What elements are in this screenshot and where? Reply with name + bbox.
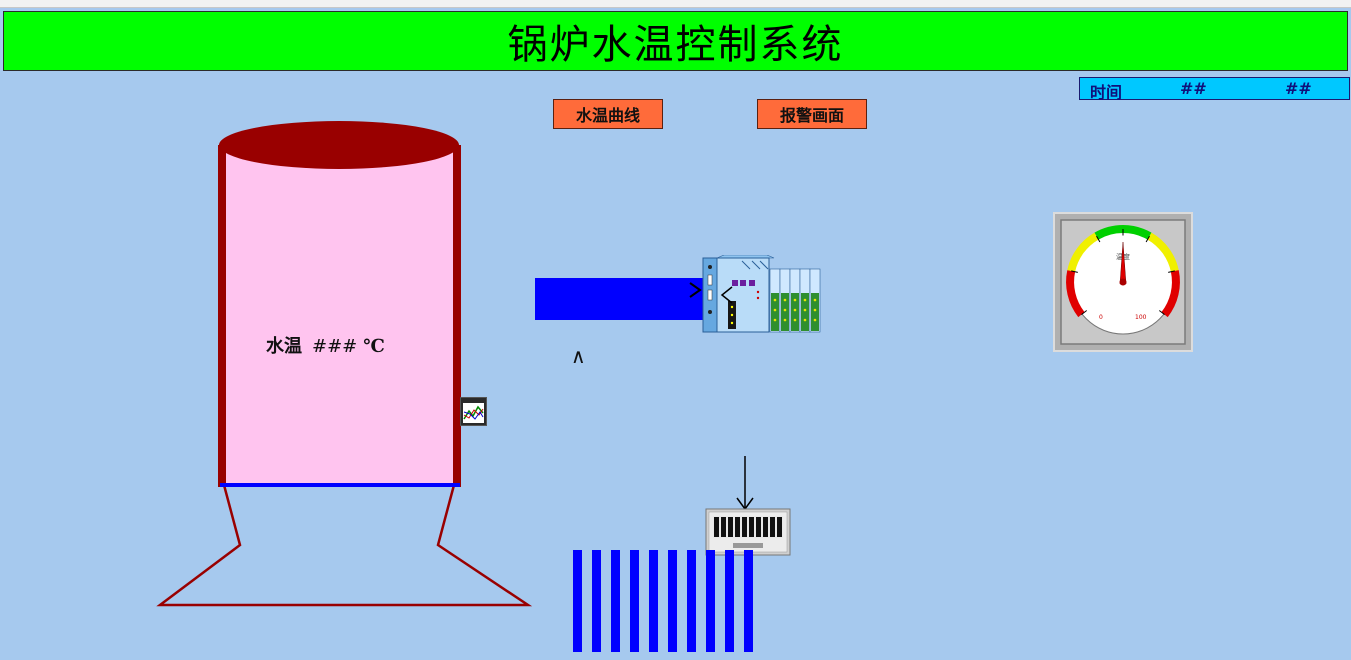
heating-elements [573, 550, 753, 652]
trend-chart-icon[interactable] [460, 397, 488, 427]
tank-temp-value: ### [312, 336, 358, 357]
pipe-arrow-icon [689, 282, 702, 298]
tank-temp-readout: 水温 ###℃ [266, 332, 385, 358]
heater-module-icon[interactable] [705, 508, 791, 556]
tank-body [220, 145, 460, 487]
tank-top [219, 121, 459, 169]
temperature-gauge: 0 100 温度 [1053, 212, 1193, 352]
caret-up-icon: ∧ [571, 344, 586, 368]
title-bar: 锅炉水温控制系统 [3, 11, 1348, 71]
time-value-1: ## [1180, 79, 1207, 98]
window-top-strip [0, 0, 1351, 8]
tank-temp-label: 水温 [266, 336, 302, 357]
time-label: 时间 [1090, 83, 1123, 102]
gauge-hub [1119, 278, 1127, 286]
water-pipe [535, 278, 703, 320]
tank-temp-unit: ℃ [363, 336, 385, 357]
water-temp-curve-button[interactable]: 水温曲线 [553, 99, 663, 129]
alarm-screen-button[interactable]: 报警画面 [757, 99, 867, 129]
time-panel: 时间 ## ## [1079, 77, 1350, 102]
gauge-max-label: 100 [1135, 314, 1147, 321]
plc-rack-icon[interactable] [702, 255, 824, 337]
down-arrow-icon [736, 456, 754, 511]
time-value-2: ## [1285, 79, 1312, 98]
boiler-tank [156, 121, 533, 607]
gauge-min-label: 0 [1099, 314, 1103, 321]
tank-stand [156, 484, 533, 607]
tank-left-wall [218, 145, 226, 487]
page-title: 锅炉水温控制系统 [507, 22, 844, 68]
tank-right-wall [453, 145, 461, 487]
